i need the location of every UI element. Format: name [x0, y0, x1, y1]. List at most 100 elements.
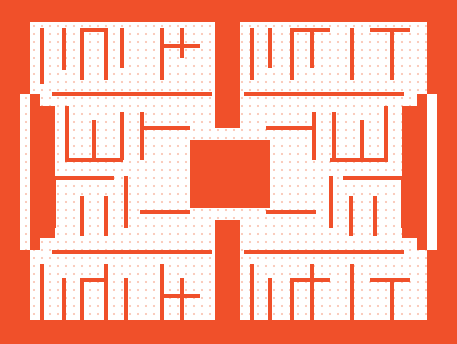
maze-dot [361, 241, 363, 243]
maze-dot [425, 297, 427, 299]
maze-dot [257, 57, 259, 59]
maze-dot [329, 81, 331, 83]
maze-dot [209, 41, 211, 43]
maze-dot [337, 305, 339, 307]
maze-dot [65, 81, 67, 83]
maze-dot [57, 313, 59, 315]
maze-dot [329, 121, 331, 123]
maze-dot [377, 209, 379, 211]
maze-dot [81, 105, 83, 107]
maze-dot [265, 281, 267, 283]
maze-dot [89, 137, 91, 139]
maze-dot [113, 313, 115, 315]
maze-dot [33, 33, 35, 35]
maze-dot [297, 145, 299, 147]
maze-dot [193, 137, 195, 139]
maze-dot [161, 113, 163, 115]
maze-dot [353, 185, 355, 187]
maze-dot [345, 217, 347, 219]
maze-dot [401, 33, 403, 35]
maze-dot [337, 113, 339, 115]
maze-dot [201, 65, 203, 67]
maze-dot [273, 313, 275, 315]
wall [92, 120, 96, 160]
maze-dot [185, 137, 187, 139]
maze-dot [137, 225, 139, 227]
maze-dot [209, 313, 211, 315]
maze-dot [265, 57, 267, 59]
wall [268, 278, 272, 320]
maze-dot [137, 305, 139, 307]
maze-dot [409, 49, 411, 51]
maze-dot [217, 217, 219, 219]
maze-dot [345, 169, 347, 171]
maze-dot [105, 81, 107, 83]
maze-dot [257, 305, 259, 307]
maze-dot [153, 33, 155, 35]
maze-dot [385, 241, 387, 243]
maze-dot [297, 153, 299, 155]
maze-dot [281, 49, 283, 51]
maze-dot [313, 217, 315, 219]
maze-dot [97, 257, 99, 259]
maze-dot [313, 105, 315, 107]
maze-dot [257, 121, 259, 123]
maze-dot [377, 57, 379, 59]
maze-dot [129, 177, 131, 179]
maze-dot [209, 209, 211, 211]
maze-dot [321, 41, 323, 43]
maze-dot [281, 193, 283, 195]
maze-dot [313, 97, 315, 99]
maze-dot [377, 113, 379, 115]
maze-dot [417, 265, 419, 267]
maze-dot [321, 225, 323, 227]
maze-dot [337, 193, 339, 195]
maze-dot [201, 129, 203, 131]
maze-dot [25, 233, 27, 235]
wall [80, 278, 108, 282]
maze-dot [409, 313, 411, 315]
maze-dot [273, 233, 275, 235]
maze-dot [145, 81, 147, 83]
maze-dot [121, 25, 123, 27]
maze-dot [385, 73, 387, 75]
maze-dot [153, 273, 155, 275]
maze-dot [137, 113, 139, 115]
maze-dot [121, 305, 123, 307]
maze-dot [369, 49, 371, 51]
maze-dot [273, 105, 275, 107]
maze-dot [385, 169, 387, 171]
maze-dot [265, 225, 267, 227]
maze-dot [193, 41, 195, 43]
maze-dot [129, 217, 131, 219]
maze-dot [369, 193, 371, 195]
maze-dot [153, 41, 155, 43]
maze-dot [321, 233, 323, 235]
wall [349, 196, 353, 236]
maze-dot [425, 305, 427, 307]
maze-dot [329, 305, 331, 307]
maze-dot [289, 89, 291, 91]
maze-dot [297, 137, 299, 139]
maze-dot [249, 217, 251, 219]
maze-dot [345, 73, 347, 75]
maze-dot [73, 281, 75, 283]
maze-dot [73, 65, 75, 67]
maze-dot [209, 217, 211, 219]
maze-dot [297, 41, 299, 43]
maze-dot [209, 289, 211, 291]
maze-dot [25, 185, 27, 187]
maze-dot [105, 241, 107, 243]
maze-dot [153, 145, 155, 147]
maze-dot [145, 161, 147, 163]
maze-dot [161, 201, 163, 203]
maze-dot [121, 81, 123, 83]
maze-dot [185, 225, 187, 227]
maze-dot [369, 105, 371, 107]
maze-dot [113, 65, 115, 67]
maze-dot [65, 233, 67, 235]
maze-dot [393, 217, 395, 219]
maze-dot [153, 65, 155, 67]
maze-dot [185, 121, 187, 123]
maze-dot [361, 49, 363, 51]
